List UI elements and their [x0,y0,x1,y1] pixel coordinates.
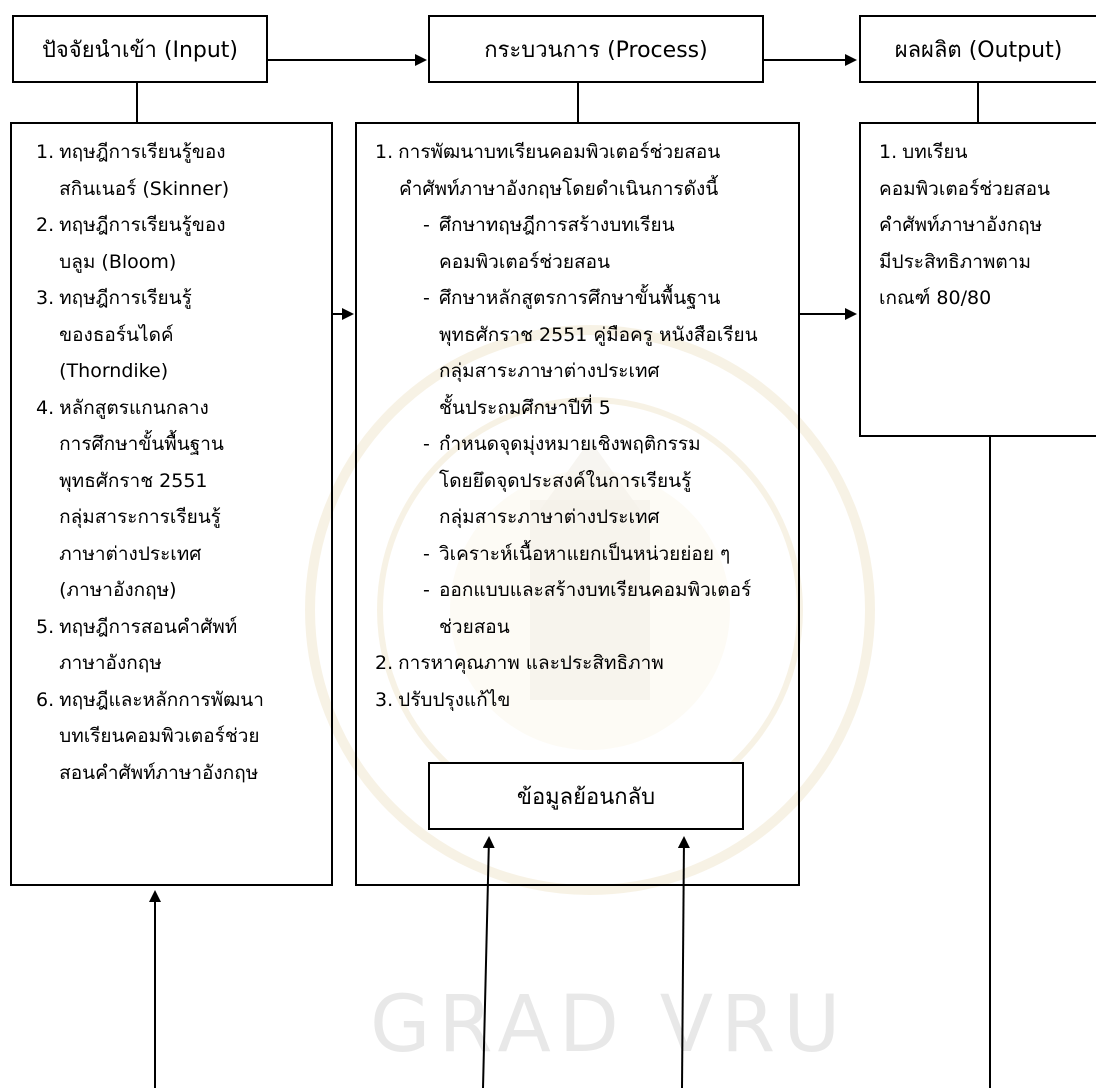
list-line: หลักสูตรแกนกลาง [59,396,209,419]
list-line: ภาษาอังกฤษ [59,652,162,674]
list-line: บลูม (Bloom) [59,250,177,273]
list-number: 1. [375,141,394,163]
list-line: สอนคำศัพท์ภาษาอังกฤษ [59,761,259,784]
input-header: ปัจจัยนำเข้า (Input) [12,15,268,83]
feedback-box: ข้อมูลย้อนกลับ [428,762,744,830]
list-number: 3. [375,688,394,711]
input-item-3: 3. ทฤษฎีการเรียนรู้ ของธอร์นไดค์ (Thornd… [36,280,327,390]
list-line: พุทธศักราช 2551 คู่มือครู หนังสือเรียน [439,323,758,346]
list-line: การพัฒนาบทเรียนคอมพิวเตอร์ช่วยสอน [398,141,721,163]
list-line: คอมพิวเตอร์ช่วยสอน [879,177,1050,200]
list-line: กลุ่มสาระการเรียนรู้ [59,506,221,528]
arrow-feedback-right [677,836,690,1088]
list-line: สกินเนอร์ (Skinner) [59,177,230,200]
input-item-1: 1. ทฤษฎีการเรียนรู้ของ สกินเนอร์ (Skinne… [36,134,327,207]
list-number: 1. [879,141,898,163]
process-subitem-5: - ออกแบบและสร้างบทเรียนคอมพิวเตอร์ ช่วยส… [423,572,794,645]
list-line: พุทธศักราช 2551 [59,469,208,492]
list-line: ช่วยสอน [439,615,510,638]
process-subitem-2: - ศึกษาหลักสูตรการศึกษาขั้นพื้นฐาน พุทธศ… [423,280,794,426]
list-line: ศึกษาหลักสูตรการศึกษาขั้นพื้นฐาน [439,287,721,309]
list-line: กลุ่มสาระภาษาต่างประเทศ [439,506,660,528]
process-item-2: 2. การหาคุณภาพ และประสิทธิภาพ [375,645,794,682]
list-line: มีประสิทธิภาพตาม [879,250,1031,273]
list-line: การหาคุณภาพ และประสิทธิภาพ [398,652,664,674]
list-number: 4. [36,396,55,419]
list-line: กำหนดจุดมุ่งหมายเชิงพฤติกรรม [439,433,701,455]
list-line: ทฤษฎีการเรียนรู้ของ [59,214,226,236]
list-line: ทฤษฎีการเรียนรู้ [59,287,192,309]
list-line: ภาษาต่างประเทศ [59,542,202,565]
process-item-1: 1. การพัฒนาบทเรียนคอมพิวเตอร์ช่วยสอน [375,134,794,171]
process-body: 1. การพัฒนาบทเรียนคอมพิวเตอร์ช่วยสอน คำศ… [355,122,800,886]
list-line: (ภาษาอังกฤษ) [59,579,177,601]
input-item-2: 2. ทฤษฎีการเรียนรู้ของ บลูม (Bloom) [36,207,327,280]
list-line: คำศัพท์ภาษาอังกฤษ [879,214,1043,236]
process-header: กระบวนการ (Process) [428,15,764,83]
dash-bullet: - [423,579,430,601]
dash-bullet: - [423,542,430,565]
list-number: 1. [36,141,55,163]
list-line: คำศัพท์ภาษาอังกฤษโดยดำเนินการดังนี้ [399,177,719,200]
process-subitems: - ศึกษาทฤษฎีการสร้างบทเรียน คอมพิวเตอร์ช… [375,207,794,645]
input-item-6: 6. ทฤษฎีและหลักการพัฒนา บทเรียนคอมพิวเตอ… [36,682,327,792]
list-line: ปรับปรุงแก้ไข [398,688,511,711]
input-list: 1. ทฤษฎีการเรียนรู้ของ สกินเนอร์ (Skinne… [36,134,327,791]
list-line: กลุ่มสาระภาษาต่างประเทศ [439,360,660,382]
list-number: 2. [375,652,394,674]
list-number: 3. [36,287,55,309]
input-item-5: 5. ทฤษฎีการสอนคำศัพท์ ภาษาอังกฤษ [36,609,327,682]
list-line: บทเรียนคอมพิวเตอร์ช่วย [59,725,260,747]
input-item-4: 4. หลักสูตรแกนกลาง การศึกษาขั้นพื้นฐาน พ… [36,390,327,609]
output-header: ผลผลิต (Output) [859,15,1096,83]
list-line: โดยยึดจุดประสงค์ในการเรียนรู้ [439,469,692,492]
list-line: (Thorndike) [59,360,169,382]
arrow-feedback-left [482,836,495,1088]
list-line: บทเรียน [902,141,968,163]
output-body: 1. บทเรียน คอมพิวเตอร์ช่วยสอน คำศัพท์ภาษ… [859,122,1096,437]
process-subitem-3: - กำหนดจุดมุ่งหมายเชิงพฤติกรรม โดยยึดจุด… [423,426,794,536]
list-number: 6. [36,688,55,711]
list-line: ชั้นประถมศึกษาปีที่ 5 [439,396,611,419]
list-number: 2. [36,214,55,236]
list-line: ของธอร์นไดค์ [59,323,174,346]
list-line: คอมพิวเตอร์ช่วยสอน [439,250,610,273]
list-line: ทฤษฎีการเรียนรู้ของ [59,141,226,163]
input-header-label: ปัจจัยนำเข้า (Input) [41,37,239,63]
dash-bullet: - [423,287,430,309]
list-line: การศึกษาขั้นพื้นฐาน [59,433,224,455]
process-header-label: กระบวนการ (Process) [484,37,708,63]
output-item-1: 1. บทเรียน [879,134,1096,171]
list-number: 5. [36,615,55,638]
input-body: 1. ทฤษฎีการเรียนรู้ของ สกินเนอร์ (Skinne… [10,122,333,886]
list-line: วิเคราะห์เนื้อหาแยกเป็นหน่วยย่อย ๆ [439,542,731,565]
dash-bullet: - [423,433,430,455]
list-line: ทฤษฎีการสอนคำศัพท์ [59,615,238,638]
list-line: ทฤษฎีและหลักการพัฒนา [59,688,264,711]
process-subitem-4: - วิเคราะห์เนื้อหาแยกเป็นหน่วยย่อย ๆ [423,536,794,573]
list-line: ศึกษาทฤษฎีการสร้างบทเรียน [439,214,675,236]
list-line: ออกแบบและสร้างบทเรียนคอมพิวเตอร์ [439,579,752,601]
process-subitem-1: - ศึกษาทฤษฎีการสร้างบทเรียน คอมพิวเตอร์ช… [423,207,794,280]
process-item-3: 3. ปรับปรุงแก้ไข [375,682,794,719]
dash-bullet: - [423,214,430,236]
feedback-label: ข้อมูลย้อนกลับ [516,784,656,810]
output-header-label: ผลผลิต (Output) [894,37,1063,63]
list-line: เกณฑ์ 80/80 [879,287,992,309]
